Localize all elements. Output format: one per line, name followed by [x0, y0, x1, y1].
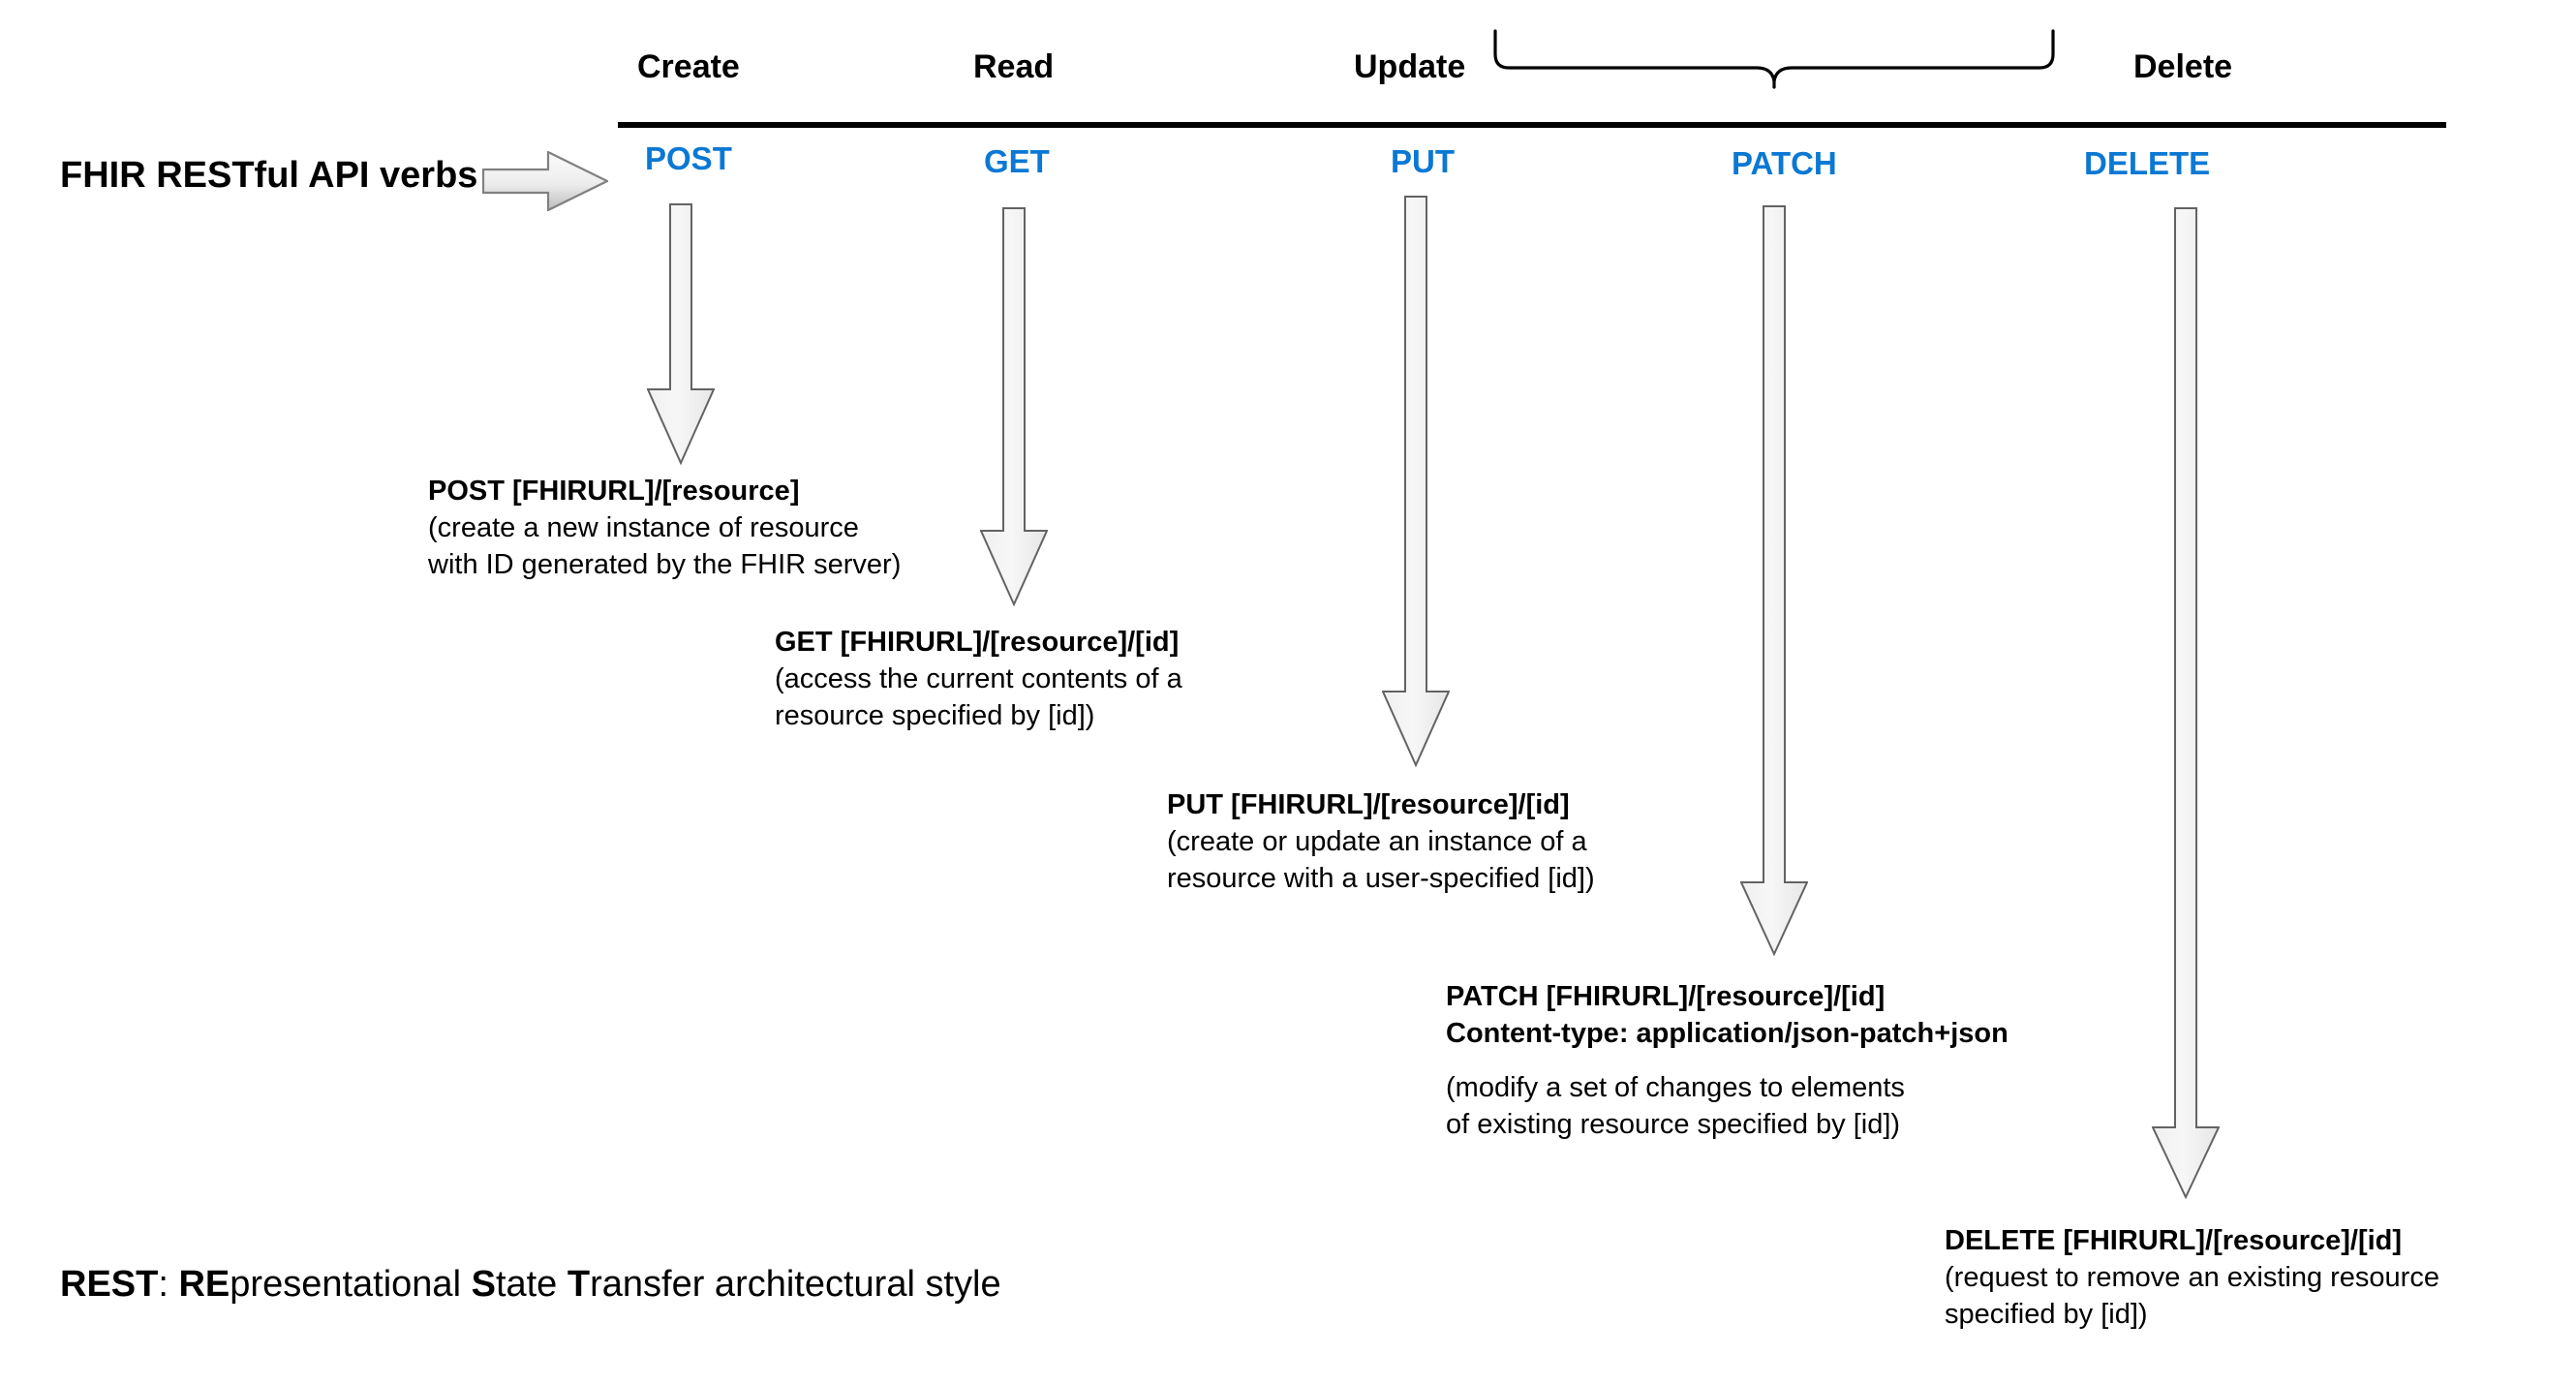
description-title-post: POST [FHIRURL]/[resource] — [428, 476, 800, 507]
rest-acronym: REST — [60, 1264, 159, 1305]
description-line2-delete: (request to remove an existing resource — [1945, 1262, 2439, 1293]
rest-part-transfer: ransfer architectural style — [590, 1264, 1001, 1305]
description-line3-put: resource with a user-specified [id]) — [1167, 863, 1595, 894]
description-line2-put: (create or update an instance of a — [1167, 826, 1587, 857]
column-header-read: Read — [973, 48, 1055, 85]
verb-label-patch: PATCH — [1732, 145, 1837, 181]
rest-separator: : — [158, 1264, 179, 1305]
down-arrow-get — [980, 207, 1048, 606]
description-line3-delete: specified by [id]) — [1945, 1299, 2148, 1330]
description-block-delete: DELETE [FHIRURL]/[resource]/[id] (reques… — [1945, 1222, 2439, 1333]
description-title-patch: PATCH [FHIRURL]/[resource]/[id] — [1446, 981, 1886, 1012]
curly-brace-down-icon — [1493, 29, 2055, 89]
rest-acronym-caption: REST: REpresentational State Transfer ar… — [60, 1264, 1001, 1306]
column-header-update: Update — [1354, 48, 1466, 85]
description-block-patch: PATCH [FHIRURL]/[resource]/[id] Content-… — [1446, 978, 2009, 1143]
verb-label-post: POST — [645, 140, 732, 176]
intro-label: FHIR RESTful API verbs — [60, 155, 478, 196]
down-arrow-delete — [2152, 207, 2220, 1199]
verb-label-get: GET — [984, 143, 1050, 179]
description-line2-patch: (modify a set of changes to elements — [1446, 1072, 1905, 1103]
verb-label-put: PUT — [1391, 143, 1455, 179]
rest-part-t: T — [567, 1264, 591, 1305]
description-block-post: POST [FHIRURL]/[resource] (create a new … — [428, 473, 901, 583]
rest-part-re: RE — [178, 1264, 230, 1305]
header-divider-rule — [618, 122, 2446, 128]
description-line3-post: with ID generated by the FHIR server) — [428, 549, 902, 580]
description-line3-patch: of existing resource specified by [id]) — [1446, 1109, 1901, 1140]
down-arrow-post — [647, 203, 715, 465]
description-line2-post: (create a new instance of resource — [428, 512, 859, 543]
verb-label-delete: DELETE — [2084, 145, 2211, 181]
column-header-delete: Delete — [2133, 48, 2233, 85]
description-contenttype-patch: Content-type: application/json-patch+jso… — [1446, 1018, 2009, 1049]
description-spacer — [1446, 1052, 2009, 1069]
rest-part-s: S — [471, 1264, 496, 1305]
down-arrow-patch — [1740, 205, 1808, 956]
description-block-put: PUT [FHIRURL]/[resource]/[id] (create or… — [1167, 786, 1595, 897]
description-title-put: PUT [FHIRURL]/[resource]/[id] — [1167, 789, 1570, 820]
description-line2-get: (access the current contents of a — [775, 663, 1182, 694]
down-arrow-put — [1382, 196, 1450, 767]
description-title-delete: DELETE [FHIRURL]/[resource]/[id] — [1945, 1225, 2403, 1256]
description-block-get: GET [FHIRURL]/[resource]/[id] (access th… — [775, 624, 1182, 734]
column-header-create: Create — [637, 48, 740, 85]
description-line3-get: resource specified by [id]) — [775, 700, 1095, 731]
description-title-get: GET [FHIRURL]/[resource]/[id] — [775, 627, 1180, 658]
right-arrow-icon — [482, 151, 608, 211]
rest-part-presentational: presentational — [230, 1264, 472, 1305]
rest-part-tate: tate — [495, 1264, 567, 1305]
